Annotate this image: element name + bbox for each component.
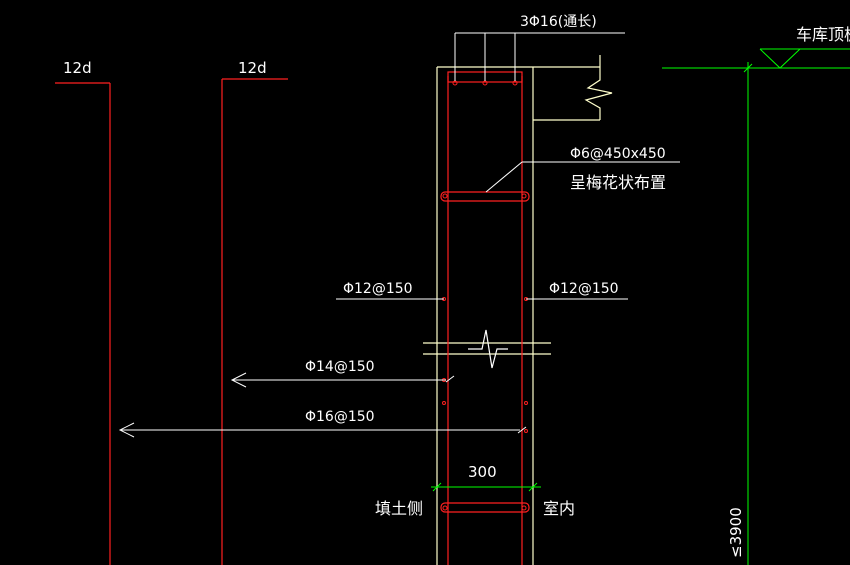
tie-bar-lower-end-left [442, 505, 448, 511]
anchor-label-left: 12d [63, 59, 92, 77]
horiz-bar-dot [524, 401, 528, 405]
tie-bar-upper-end-left [442, 193, 448, 199]
tie-bar-lower [440, 502, 530, 513]
vert-bar-callouts: Φ12@150 Φ12@150 [336, 281, 628, 300]
soil-side-label: 填土侧 [375, 499, 423, 518]
indoor-side-label: 室内 [543, 499, 575, 518]
tie-bar-upper [440, 191, 530, 202]
slab-break-line [584, 55, 613, 120]
thickness-dim-tick-right [528, 482, 538, 492]
horiz-bar-dot [524, 429, 528, 433]
tie-spec-leader-diagonal [485, 161, 523, 193]
horiz16-tick [517, 426, 527, 434]
horiz16-callout: Φ16@150 [118, 409, 527, 438]
anchor-bar-mid: 12d [221, 59, 288, 565]
wall-section [423, 55, 613, 565]
height-dim-tick [743, 63, 753, 73]
vert-right-label: Φ12@150 [549, 281, 619, 297]
height-value: ≤3900 [727, 507, 745, 558]
anchor-bar-left: 12d [55, 59, 111, 565]
roof-slab-label: 车库顶板 [796, 25, 850, 44]
horiz14-label: Φ14@150 [305, 359, 375, 375]
horiz16-label: Φ16@150 [305, 409, 375, 425]
tie-note-label: 呈梅花状布置 [570, 173, 666, 192]
thickness-dim-tick-left [432, 482, 442, 492]
wall-break-zigzag [468, 329, 508, 369]
tie-bar-lower-end-right [521, 505, 527, 511]
roof-level-marker: 车库顶板 ≤3900 [662, 25, 850, 565]
top-bars-label: 3Φ16(通长) [520, 14, 597, 30]
horiz14-callout: Φ14@150 [230, 359, 455, 388]
horiz14-arrowhead [230, 372, 247, 388]
thickness-dimension: 300 [431, 463, 541, 492]
wall-rebar [440, 71, 530, 565]
horiz16-arrowhead [118, 422, 135, 438]
top-bars-callout: 3Φ16(通长) [454, 14, 625, 81]
tie-spec-callout: Φ6@450x450 呈梅花状布置 [485, 146, 680, 193]
tie-spec-label: Φ6@450x450 [570, 146, 666, 162]
tie-bar-upper-end-right [521, 193, 527, 199]
level-triangle [759, 48, 801, 69]
vert-left-label: Φ12@150 [343, 281, 413, 297]
anchor-label-mid: 12d [238, 59, 267, 77]
horiz-bar-dot [442, 401, 446, 405]
thickness-value: 300 [468, 463, 497, 481]
horiz14-tick [445, 375, 455, 383]
